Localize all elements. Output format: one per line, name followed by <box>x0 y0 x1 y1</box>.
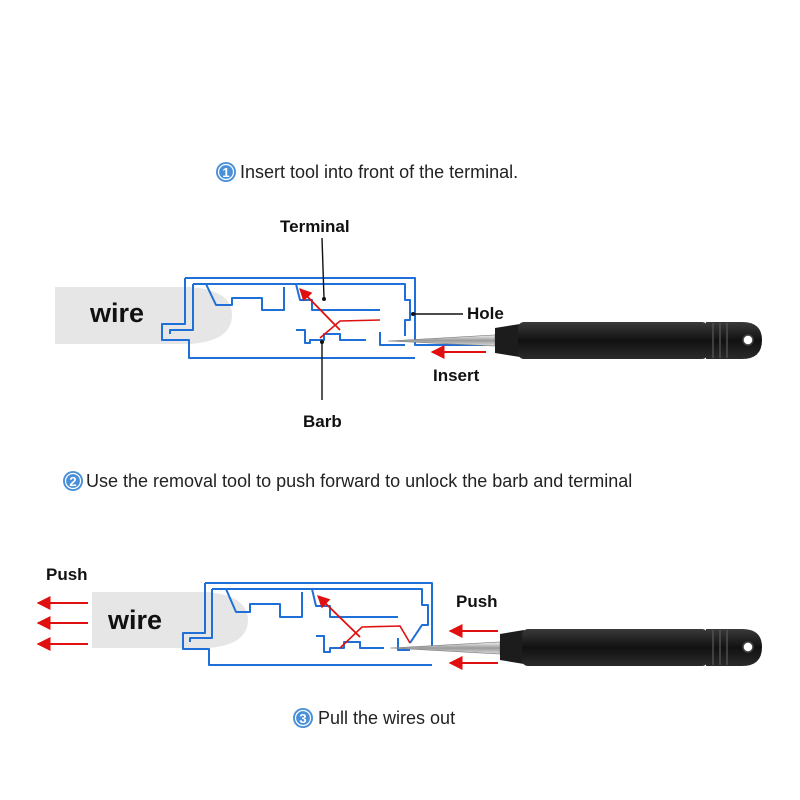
push-left-arrows <box>36 596 88 651</box>
step-2-heading: 2 Use the removal tool to push forward t… <box>63 471 632 491</box>
wire-2-label: wire <box>107 605 162 635</box>
barb-2 <box>339 625 411 649</box>
step-2-text: Use the removal tool to push forward to … <box>86 471 632 491</box>
tool-2-hole <box>742 641 754 653</box>
diagram-1: wire Terminal Hole Barb Insert <box>55 217 762 431</box>
tool-2-collar <box>500 630 524 664</box>
step-1-heading: 1 Insert tool into front of the terminal… <box>216 162 518 182</box>
tool-1-collar <box>495 324 520 357</box>
step-1-text: Insert tool into front of the terminal. <box>240 162 518 182</box>
wire-2: wire <box>92 592 248 648</box>
hole-label: Hole <box>467 304 504 323</box>
step-1-number: 1 <box>222 165 229 180</box>
removal-tool-2 <box>389 629 762 666</box>
push-right-label: Push <box>456 592 498 611</box>
insert-label: Insert <box>433 366 480 385</box>
tool-2-needle <box>389 641 501 655</box>
step-2-number: 2 <box>69 474 76 489</box>
terminal-label: Terminal <box>280 217 350 236</box>
barb-label: Barb <box>303 412 342 431</box>
tool-1-hole <box>742 334 754 346</box>
terminal-leader <box>321 237 325 299</box>
wire-2-body <box>92 592 248 648</box>
diagram-2: wire Push Push <box>36 565 762 670</box>
wire-1: wire <box>55 287 232 344</box>
push-right-arrows <box>448 624 498 670</box>
barb-1 <box>319 319 381 339</box>
terminal-arrow-1 <box>299 288 341 331</box>
wire-1-label: wire <box>89 298 144 328</box>
terminal-arrow-2 <box>317 595 361 638</box>
tool-1-handle <box>518 322 708 359</box>
tool-2-handle <box>522 629 708 666</box>
removal-tool-1 <box>387 322 762 359</box>
step-3-number: 3 <box>299 711 306 726</box>
push-left-label: Push <box>46 565 88 584</box>
step-3-text: Pull the wires out <box>318 708 455 728</box>
step-3-heading: 3 Pull the wires out <box>293 708 455 728</box>
